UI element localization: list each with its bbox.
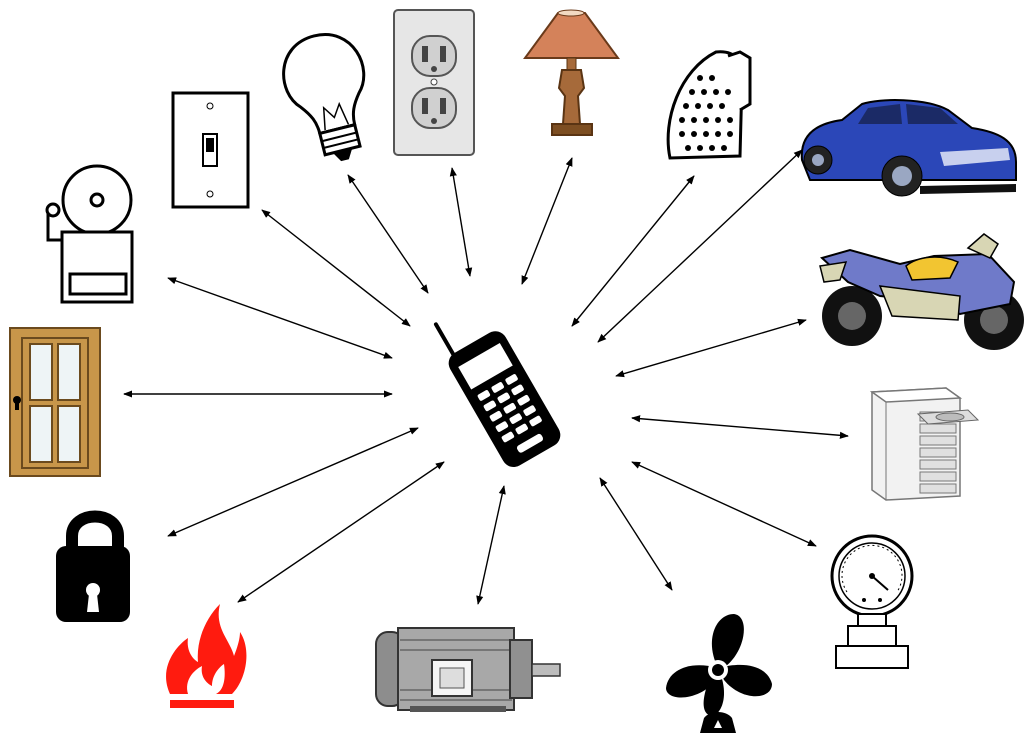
arrow-car xyxy=(598,150,802,342)
arrow-table-lamp xyxy=(522,158,572,284)
arrow-motorcycle xyxy=(616,320,806,376)
fan-icon xyxy=(666,614,772,733)
arrow-padlock xyxy=(168,428,418,536)
arrow-door-bell xyxy=(168,278,392,358)
arrow-power-outlet xyxy=(452,168,470,276)
arrow-clothes-iron xyxy=(572,176,694,326)
light-switch-icon xyxy=(173,93,248,207)
motorcycle-icon xyxy=(820,234,1024,350)
fire-icon xyxy=(166,604,246,708)
arrow-light-switch xyxy=(262,210,410,326)
arrow-fan xyxy=(600,478,672,590)
server-cabinet-icon xyxy=(872,388,978,500)
power-outlet-icon xyxy=(394,10,474,155)
door-bell-icon xyxy=(47,166,132,302)
arrow-light-bulb xyxy=(348,175,428,293)
arrow-electric-motor xyxy=(478,486,504,604)
clothes-iron-icon xyxy=(668,52,750,158)
pressure-gauge-icon xyxy=(832,536,912,668)
padlock-icon xyxy=(56,517,130,623)
electric-motor-icon xyxy=(376,628,560,712)
light-bulb-icon xyxy=(275,26,384,170)
door-icon xyxy=(10,328,100,476)
table-lamp-icon xyxy=(525,10,618,135)
arrow-pressure-gauge xyxy=(632,462,816,546)
arrow-fire xyxy=(238,462,444,602)
mobile-phone-icon xyxy=(427,297,564,471)
arrow-server-cabinet xyxy=(632,418,848,436)
car-icon xyxy=(802,100,1016,196)
